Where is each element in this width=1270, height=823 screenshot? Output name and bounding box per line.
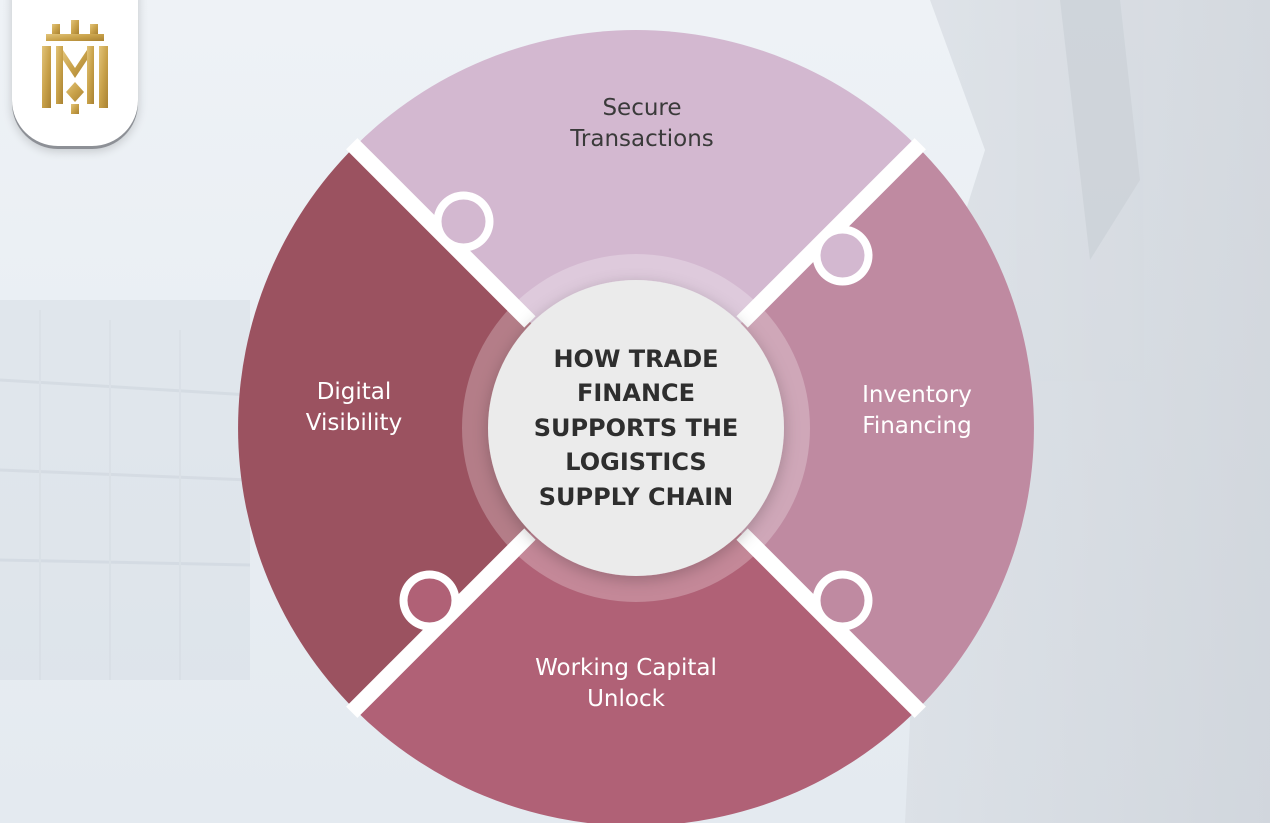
person-silhouette xyxy=(905,0,1270,823)
segment-top xyxy=(354,30,918,428)
segment-left xyxy=(238,146,637,710)
puzzle-knob xyxy=(407,578,452,623)
segment-right xyxy=(636,146,1034,710)
center-title-line-4: LOGISTICS xyxy=(565,448,707,477)
segment-label-bottom: Working Capital Unlock xyxy=(506,653,746,715)
segment-label-top: Secure Transactions xyxy=(542,93,742,155)
center-title-line-5: SUPPLY CHAIN xyxy=(538,482,734,511)
segment-label-bottom-line-1: Working Capital xyxy=(535,655,717,681)
center-title-line-3: SUPPORTS THE xyxy=(533,413,739,442)
logo-badge[interactable] xyxy=(12,0,138,146)
segment-bottom xyxy=(354,428,918,823)
segment-label-top-line-2: Transactions xyxy=(570,126,714,152)
puzzle-knob xyxy=(820,233,865,278)
segment-label-left-line-1: Digital xyxy=(316,379,392,405)
center-title-line-2: FINANCE xyxy=(576,379,696,408)
segment-label-top-line-1: Secure xyxy=(602,95,682,121)
segment-label-bottom-line-2: Unlock xyxy=(587,686,665,712)
center-title: HOW TRADE FINANCE SUPPORTS THE LOGISTICS… xyxy=(489,297,783,559)
segment-label-right-line-1: Inventory xyxy=(862,382,972,408)
segment-label-right-line-2: Financing xyxy=(862,413,972,439)
center-disc xyxy=(488,280,784,576)
segment-label-right: Inventory Financing xyxy=(837,380,997,442)
segment-label-left-line-2: Visibility xyxy=(305,410,403,436)
crown-monogram-logo-icon xyxy=(42,20,108,114)
puzzle-knob xyxy=(441,199,486,244)
container-stack xyxy=(0,300,251,680)
segment-label-left: Digital Visibility xyxy=(284,377,424,439)
center-title-line-1: HOW TRADE xyxy=(553,344,719,373)
puzzle-knob xyxy=(820,578,865,623)
